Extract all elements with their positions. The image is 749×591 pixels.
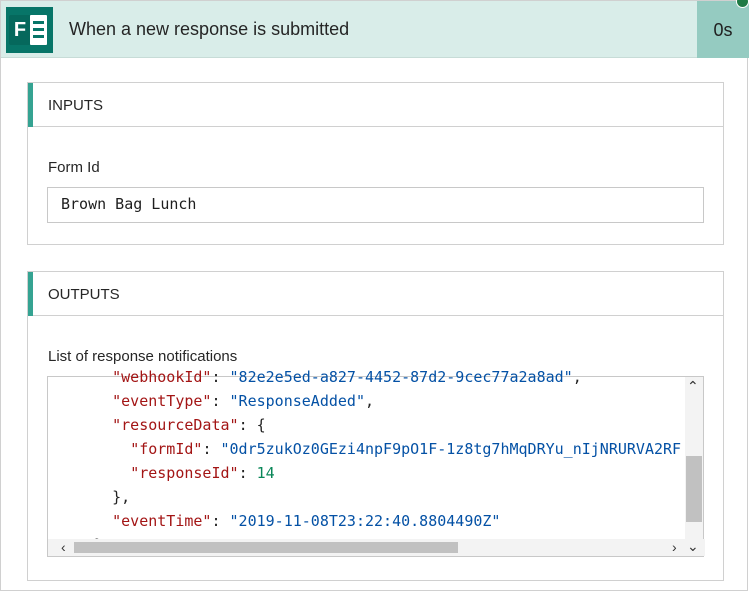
section-accent-bar: [28, 272, 33, 316]
json-line: },: [76, 488, 131, 506]
json-line: "resourceData": {: [112, 416, 266, 434]
notifications-json-viewer[interactable]: "webhookId": "82e2e5ed-a827-4452-87d2-9c…: [47, 368, 705, 557]
json-line: "eventType": "ResponseAdded",: [112, 392, 375, 410]
inputs-section-title: INPUTS: [48, 97, 104, 114]
section-accent-bar: [28, 83, 33, 127]
json-line: "eventTime": "2019-11-08T23:22:40.880449…: [112, 512, 501, 530]
vertical-scroll-thumb[interactable]: [686, 456, 702, 522]
microsoft-forms-icon: F: [6, 7, 53, 53]
trigger-title: When a new response is submitted: [69, 19, 350, 39]
chevron-right-icon[interactable]: ›: [672, 539, 677, 555]
horizontal-scroll-thumb[interactable]: [74, 542, 458, 553]
outputs-section: OUTPUTS List of response notifications "…: [27, 271, 724, 581]
chevron-down-icon[interactable]: ⌄: [687, 538, 699, 554]
chevron-up-icon[interactable]: ⌃: [687, 378, 699, 394]
json-content[interactable]: "webhookId": "82e2e5ed-a827-4452-87d2-9c…: [48, 368, 686, 554]
notifications-label: List of response notifications: [48, 348, 238, 365]
inputs-section-header: INPUTS: [28, 83, 723, 127]
outputs-section-title: OUTPUTS: [48, 286, 120, 303]
forms-logo-letter: F: [9, 15, 31, 45]
json-line: "responseId": 14: [130, 464, 275, 482]
duration-badge: 0s: [697, 1, 749, 58]
outputs-section-header: OUTPUTS: [28, 272, 723, 316]
trigger-header[interactable]: F When a new response is submitted 0s: [1, 0, 749, 58]
json-line: "formId": "0dr5zukOz0GEzi4npF9pO1F-1z8tg…: [130, 440, 682, 458]
json-line: "webhookId": "82e2e5ed-a827-4452-87d2-9c…: [112, 368, 582, 386]
form-id-field[interactable]: Brown Bag Lunch: [47, 187, 704, 223]
horizontal-scrollbar[interactable]: ‹ › ⌄: [48, 539, 705, 556]
form-id-label: Form Id: [48, 159, 100, 176]
form-id-value: Brown Bag Lunch: [61, 195, 197, 213]
inputs-section: INPUTS Form Id Brown Bag Lunch: [27, 82, 724, 245]
forms-logo-sheet: [30, 15, 47, 45]
vertical-scrollbar[interactable]: ⌃: [685, 377, 703, 541]
chevron-left-icon[interactable]: ‹: [61, 539, 66, 555]
